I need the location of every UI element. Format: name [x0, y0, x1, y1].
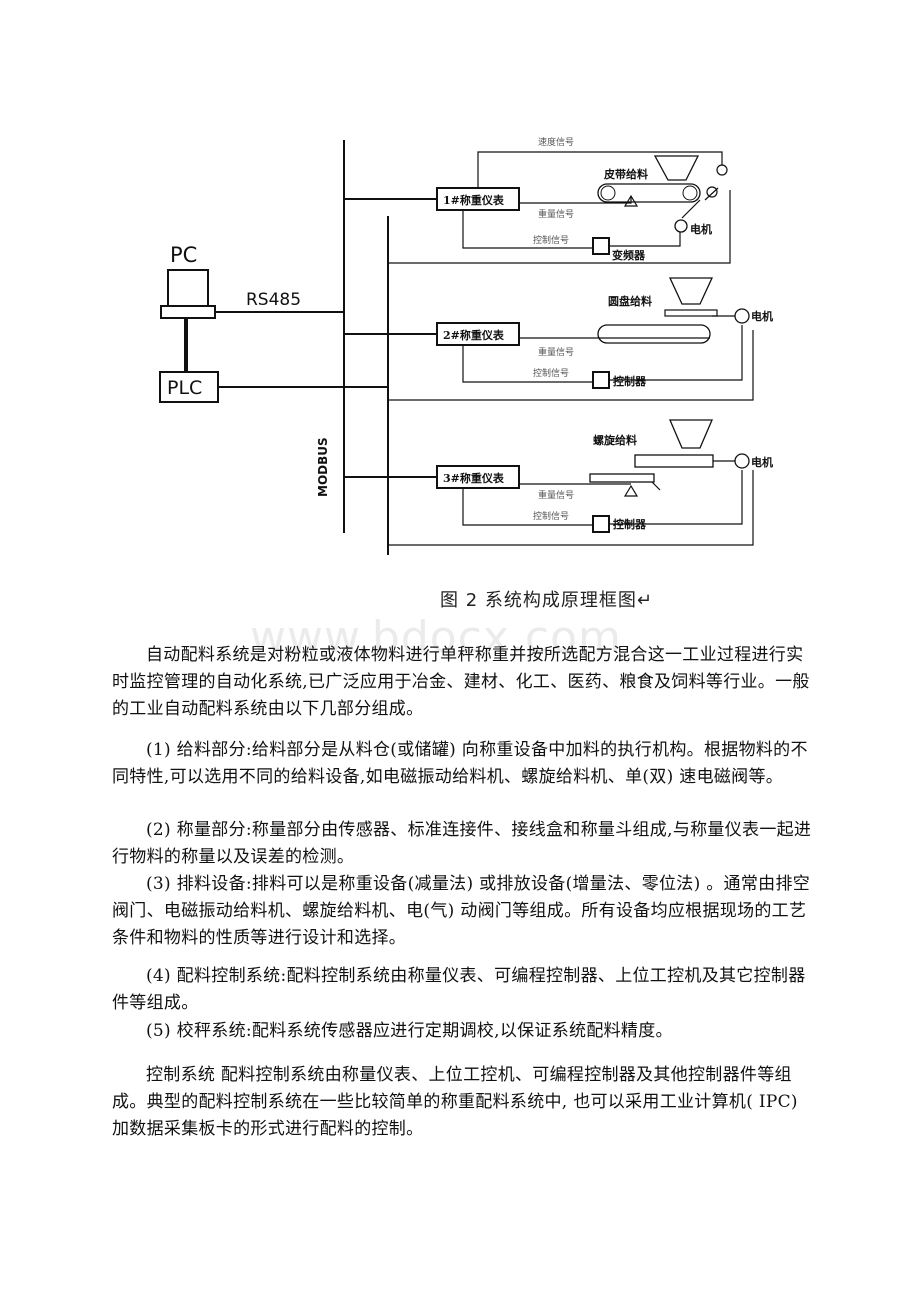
- figure-caption: 图 2 系统构成原理框图↵: [440, 590, 653, 611]
- plc-label: PLC: [167, 377, 202, 399]
- motor-1-icon: [674, 219, 688, 233]
- motor-1-label: 电机: [690, 222, 712, 236]
- speed-signal-label: 速度信号: [538, 136, 574, 148]
- pc-label: PC: [170, 243, 197, 267]
- instrument-1-label: 1#称重仪表: [443, 193, 505, 207]
- controller-3-box: [592, 515, 610, 533]
- feeding-paragraph: (1) 给料部分:给料部分是从料仓(或储罐) 向称重设备中加料的执行机构。根据物…: [112, 740, 808, 787]
- weight-signal-3-label: 重量信号: [538, 489, 574, 501]
- control-signal-3-label: 控制信号: [533, 510, 569, 522]
- motor-2-label: 电机: [751, 309, 773, 323]
- modbus-label: MODBUS: [316, 437, 330, 497]
- disc-hopper: [668, 277, 714, 305]
- disc-feeder-label: 圆盘给料: [608, 294, 652, 308]
- control-signal-2-label: 控制信号: [533, 367, 569, 379]
- motor-3-label: 电机: [751, 455, 773, 469]
- controller-3-label: 控制器: [613, 517, 647, 531]
- weight-signal-2-label: 重量信号: [538, 346, 574, 358]
- instrument-2-label: 2#称重仪表: [443, 328, 505, 342]
- motor-2-icon: [734, 308, 750, 324]
- discharge-paragraph: (3) 排料设备:排料可以是称重设备(减量法) 或排放设备(增量法、零位法) 。…: [112, 874, 811, 948]
- controller-2-box: [592, 371, 610, 389]
- intro-paragraph: 自动配料系统是对粉粒或液体物料进行单秤称重并按所选配方混合这一工业过程进行实时监…: [112, 645, 810, 719]
- motor-3-icon: [734, 453, 750, 469]
- controller-2-label: 控制器: [613, 374, 647, 388]
- weight-signal-1-label: 重量信号: [538, 208, 574, 220]
- belt-feeder-label: 皮带给料: [603, 167, 648, 181]
- screw-hopper: [669, 419, 713, 449]
- disc-conveyor: [597, 324, 711, 344]
- belt-hopper: [653, 155, 700, 181]
- control-system-paragraph: 控制系统 配料控制系统由称量仪表、上位工控机、可编程控制器及其他控制器件等组成。…: [112, 1065, 798, 1139]
- control-signal-1-label: 控制信号: [533, 234, 569, 246]
- batching-control-paragraph: (4) 配料控制系统:配料控制系统由称量仪表、可编程控制器、上位工控机及其它控制…: [112, 966, 806, 1013]
- screw-feeder-label: 螺旋给料: [593, 433, 637, 447]
- pc-keyboard: [160, 305, 216, 319]
- instrument-3-label: 3#称重仪表: [443, 471, 505, 485]
- weigh-platform: [589, 473, 655, 483]
- pc-monitor: [167, 269, 209, 307]
- system-block-diagram: PC PLC RS485 MODBUS 1#称重仪表 2#称重仪表 3#称重仪表…: [159, 136, 773, 555]
- screw-conveyor: [634, 454, 714, 468]
- rs485-label: RS485: [246, 290, 301, 310]
- inverter-label: 变频器: [612, 248, 646, 262]
- belt-conveyor: [597, 183, 701, 203]
- calibration-paragraph: (5) 校秤系统:配料系统传感器应进行定期调校,以保证系统配料精度。: [146, 1021, 673, 1041]
- watermark: www.bdocx.com: [250, 612, 622, 663]
- weighing-paragraph: (2) 称量部分:称量部分由传感器、标准连接件、接线盒和称量斗组成,与称量仪表一…: [112, 820, 812, 867]
- inverter-box: [592, 237, 610, 255]
